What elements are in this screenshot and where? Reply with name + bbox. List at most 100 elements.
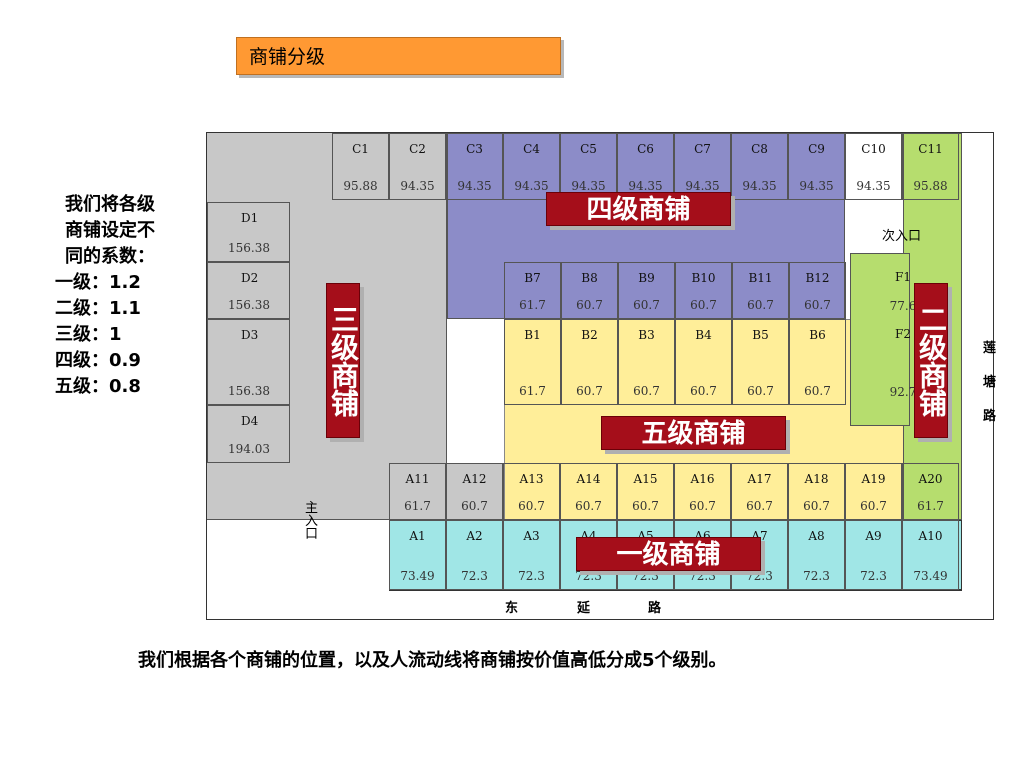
level4-gap (845, 200, 903, 260)
level2-zone-lower (850, 253, 910, 426)
level3-badge: 三级商铺 (326, 283, 360, 438)
shop-area: 61.7 (404, 499, 431, 513)
shop-id: B4 (695, 328, 712, 342)
shop-area: 61.7 (519, 384, 546, 398)
shop-area: 60.7 (576, 384, 603, 398)
shop-c7: C7 94.35 (674, 133, 731, 200)
coef-line: 三级：1 (55, 324, 122, 345)
shop-id: A3 (523, 529, 540, 543)
shop-area: 94.35 (514, 179, 549, 193)
shop-area: 60.7 (518, 499, 545, 513)
shop-id: C4 (523, 142, 540, 156)
east-road-char-3: 路 (648, 601, 662, 616)
coef-line: 商铺设定不 (65, 220, 155, 241)
shop-id: B11 (748, 271, 773, 285)
shop-area: 60.7 (803, 499, 830, 513)
shop-c4: C4 94.35 (503, 133, 560, 200)
shop-area: 60.7 (690, 298, 717, 312)
shop-id: B1 (524, 328, 541, 342)
east-road-char-1: 东 (505, 601, 519, 616)
shop-area: 60.7 (746, 499, 773, 513)
coef-line: 同的系数： (65, 246, 155, 267)
shop-area: 60.7 (575, 499, 602, 513)
shop-id: B2 (581, 328, 598, 342)
page-title: 商铺分级 (236, 37, 561, 75)
shop-area: 72.3 (461, 569, 488, 583)
shop-id: A16 (690, 472, 715, 486)
shop-area: 94.35 (685, 179, 720, 193)
shop-area: 156.38 (228, 298, 270, 312)
shop-b7: B7 61.7 (504, 262, 561, 319)
shop-id: C2 (409, 142, 426, 156)
shop-id: A2 (466, 529, 483, 543)
level4-badge: 四级商铺 (546, 192, 731, 226)
shop-id: A15 (633, 472, 658, 486)
shop-area: 60.7 (576, 298, 603, 312)
shop-area: 72.3 (518, 569, 545, 583)
shop-a12: A12 60.7 (446, 463, 503, 520)
shop-area: 60.7 (804, 384, 831, 398)
shop-id: A18 (804, 472, 829, 486)
right-road-char-1: 莲 (983, 341, 997, 356)
shop-area: 60.7 (633, 298, 660, 312)
shop-area: 92.7 (889, 385, 917, 399)
shop-id: B8 (581, 271, 598, 285)
shop-area: 94.35 (400, 179, 435, 193)
shop-area: 156.38 (228, 384, 270, 398)
shop-id: A9 (865, 529, 882, 543)
coef-line: 五级：0.8 (55, 376, 141, 397)
shop-area: 94.35 (628, 179, 663, 193)
shop-id: B3 (638, 328, 655, 342)
shop-id: C8 (751, 142, 768, 156)
shop-a3: A3 72.3 (503, 520, 560, 590)
shop-id: B7 (524, 271, 541, 285)
shop-area: 60.7 (633, 384, 660, 398)
footnote: 我们根据各个商铺的位置，以及人流动线将商铺按价值高低分成5个级别。 (138, 650, 727, 671)
shop-id: F1 (895, 270, 911, 284)
shop-area: 61.7 (519, 298, 546, 312)
shop-id: A13 (519, 472, 544, 486)
shop-a13: A13 60.7 (503, 463, 560, 520)
shop-area: 72.3 (803, 569, 830, 583)
shop-area: 94.35 (742, 179, 777, 193)
shop-b8: B8 60.7 (561, 262, 618, 319)
shop-a2: A2 72.3 (446, 520, 503, 590)
shop-area: 94.35 (799, 179, 834, 193)
shop-id: C7 (694, 142, 711, 156)
shop-id: D3 (241, 328, 259, 342)
shop-id: C1 (352, 142, 369, 156)
shop-area: 60.7 (747, 384, 774, 398)
shop-area: 73.49 (913, 569, 948, 583)
main-entrance-label: 主入口 (305, 501, 319, 542)
shop-id: D4 (241, 414, 259, 428)
shop-id: C11 (918, 142, 943, 156)
level2-badge: 二级商铺 (914, 283, 948, 438)
shop-id: A12 (462, 472, 487, 486)
shop-area: 60.7 (461, 499, 488, 513)
shop-id: B12 (805, 271, 830, 285)
